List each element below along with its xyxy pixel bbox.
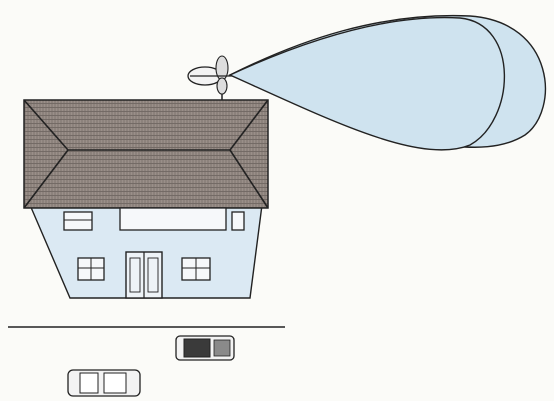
lower-right-window xyxy=(182,258,210,280)
lower-left-window xyxy=(78,258,104,280)
light-car xyxy=(68,370,140,396)
dark-car xyxy=(176,336,234,360)
radiation-pattern xyxy=(230,16,545,150)
house xyxy=(24,100,268,298)
upper-center-window xyxy=(120,208,226,230)
upper-left-window xyxy=(64,212,92,230)
upper-right-window xyxy=(232,212,244,230)
front-door xyxy=(126,252,162,298)
roof xyxy=(24,100,268,208)
antenna-rotor-lower xyxy=(217,78,227,94)
inner-lobe xyxy=(230,18,504,150)
